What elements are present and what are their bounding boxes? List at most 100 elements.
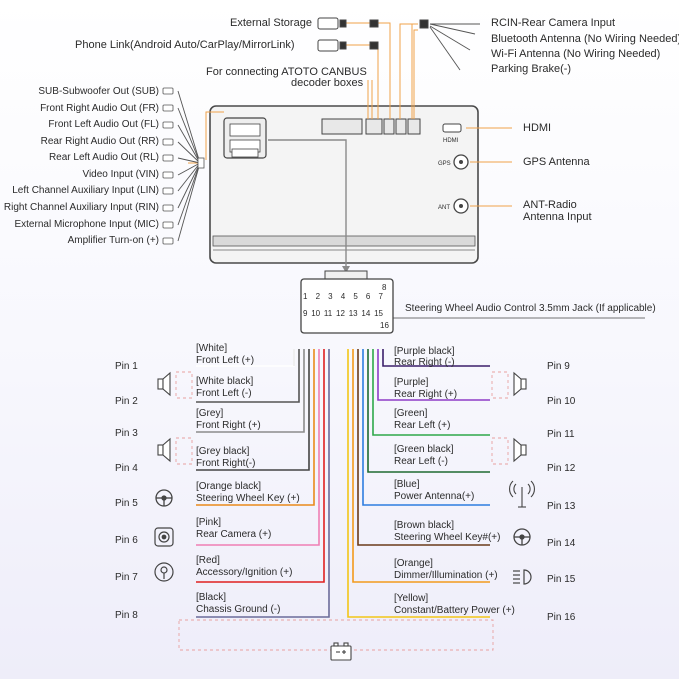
- head-unit: [209, 105, 479, 264]
- pin-7-color: [Red]: [196, 555, 220, 566]
- antenna-fan: [429, 23, 480, 71]
- pin-10-color: [Purple]: [394, 377, 429, 388]
- ignition-icon: [154, 562, 174, 582]
- pin-1-color: [White]: [196, 343, 228, 354]
- pin-8-color: [Black]: [196, 592, 227, 603]
- power-antenna-icon: [509, 480, 535, 508]
- hdmi-port-label: HDMI: [443, 138, 459, 144]
- left-output-sub: SUB-Subwoofer Out (SUB): [38, 86, 159, 97]
- pin-6-number: Pin 6: [115, 535, 138, 546]
- pin-4-function: Front Right(-): [196, 458, 256, 469]
- battery-icon: [330, 642, 352, 661]
- pin-14-function: Steering Wheel Key#(+): [394, 532, 501, 543]
- connector-pin-number: 3: [328, 292, 333, 301]
- pin-4-number: Pin 4: [115, 463, 138, 474]
- steering-jack-label: Steering Wheel Audio Control 3.5mm Jack …: [405, 303, 656, 314]
- pin-11-function: Rear Left (+): [394, 420, 451, 431]
- gps-port-label: GPS: [438, 161, 451, 167]
- pin-11-number: Pin 11: [547, 429, 575, 440]
- pin-16-function: Constant/Battery Power (+): [394, 605, 515, 616]
- rcin-label: RCIN-Rear Camera Input: [491, 17, 616, 29]
- pin-6-function: Rear Camera (+): [196, 529, 272, 540]
- harness-wire: [268, 139, 347, 272]
- gps-antenna-label: GPS Antenna: [523, 156, 590, 168]
- pin-9-function: Rear Right (-): [394, 357, 455, 368]
- connector-pin-8: 8: [382, 283, 387, 292]
- left-output-fr: Front Right Audio Out (FR): [40, 103, 159, 114]
- parking-brake-label: Parking Brake(-): [491, 63, 572, 75]
- speaker-icon-rl: [513, 437, 527, 463]
- wifi-label: Wi-Fi Antenna (No Wiring Needed): [491, 48, 661, 60]
- phone-link-label: Phone Link(Android Auto/CarPlay/MirrorLi…: [75, 39, 295, 51]
- hdmi-label: HDMI: [523, 122, 552, 134]
- pin-10-number: Pin 10: [547, 396, 576, 407]
- ant-radio-label-line2: Antenna Input: [523, 211, 592, 223]
- pin-3-function: Front Right (+): [196, 420, 261, 431]
- ant-radio-label-line1: ANT-Radio: [523, 199, 577, 211]
- bluetooth-label: Bluetooth Antenna (No Wiring Needed): [491, 33, 679, 45]
- pin-9-number: Pin 9: [547, 361, 570, 372]
- speaker-icon-rr: [513, 371, 527, 397]
- pin-15-color: [Orange]: [394, 558, 433, 569]
- connector-pin-number: 9: [303, 309, 308, 318]
- pin-5-number: Pin 5: [115, 498, 138, 509]
- speaker-icon-fl: [157, 371, 171, 397]
- left-output-mic: External Microphone Input (MIC): [14, 219, 159, 230]
- pin-15-function: Dimmer/Illumination (+): [394, 570, 498, 581]
- pin-8-function: Chassis Ground (-): [196, 604, 281, 615]
- pin-12-function: Rear Left (-): [394, 456, 448, 467]
- pin-3-number: Pin 3: [115, 428, 138, 439]
- left-output-amp: Amplifier Turn-on (+): [67, 235, 159, 246]
- pin-12-color: [Green black]: [394, 444, 454, 455]
- pin-11-color: [Green]: [394, 408, 428, 419]
- pin-5-color: [Orange black]: [196, 481, 262, 492]
- rca-plugs: [162, 87, 205, 245]
- pin-14-color: [Brown black]: [394, 520, 455, 531]
- pin-2-color: [White black]: [196, 376, 254, 387]
- pin-16-color: [Yellow]: [394, 593, 429, 604]
- connector-pin-number: 10: [311, 309, 321, 318]
- steering-wheel-icon-right: [513, 528, 531, 546]
- connector-pin-number: 15: [374, 309, 383, 318]
- top-plugs: [317, 17, 429, 52]
- pin-1-function: Front Left (+): [196, 355, 255, 366]
- steering-wheel-icon-left: [155, 489, 173, 507]
- left-output-fl: Front Left Audio Out (FL): [48, 119, 159, 130]
- connector-pin-number: 7: [378, 292, 383, 301]
- rca-fanout: [177, 90, 201, 242]
- left-output-rl: Rear Left Audio Out (RL): [48, 152, 159, 163]
- connector-pin-16: 16: [380, 321, 389, 330]
- connector-pin-number: 4: [340, 292, 346, 301]
- pin-6-color: [Pink]: [196, 517, 222, 528]
- connector-pin-number: 6: [365, 292, 371, 301]
- speaker-icon-fr: [157, 437, 171, 463]
- pin-8-number: Pin 8: [115, 610, 138, 621]
- canbus-label-line2: decoder boxes: [291, 77, 364, 89]
- pin-5-function: Steering Wheel Key (+): [196, 493, 300, 504]
- pin-7-number: Pin 7: [115, 572, 138, 583]
- canbus-label-line1: For connecting ATOTO CANBUS: [206, 66, 367, 78]
- pin-13-color: [Blue]: [394, 479, 420, 490]
- pin-2-number: Pin 2: [115, 396, 138, 407]
- connector-pin-number: 13: [348, 309, 358, 318]
- pin-12-number: Pin 12: [547, 463, 576, 474]
- connector-pin-number: 1: [303, 292, 308, 301]
- pin-10-function: Rear Right (+): [394, 389, 458, 400]
- pin-2-function: Front Left (-): [196, 388, 252, 399]
- left-output-lin: Left Channel Auxiliary Input (LIN): [12, 185, 159, 196]
- left-output-rin: Right Channel Auxiliary Input (RIN): [3, 202, 159, 213]
- connector-top-row: 1 2 3 4 5 6 7: [303, 292, 383, 301]
- ant-port-label: ANT: [438, 205, 450, 211]
- pin-13-number: Pin 13: [547, 501, 576, 512]
- camera-icon: [154, 527, 174, 547]
- connector-bottom-row: 9 10 11 12 13 14 15: [303, 309, 383, 318]
- pin-16-number: Pin 16: [547, 612, 576, 623]
- external-storage-label: External Storage: [230, 17, 312, 29]
- left-output-rr: Rear Right Audio Out (RR): [40, 136, 159, 147]
- connector-pin-number: 2: [315, 292, 321, 301]
- headlight-icon: [513, 569, 532, 585]
- pin-1-number: Pin 1: [115, 361, 138, 372]
- pin-3-color: [Grey]: [196, 408, 224, 419]
- pin-15-number: Pin 15: [547, 574, 576, 585]
